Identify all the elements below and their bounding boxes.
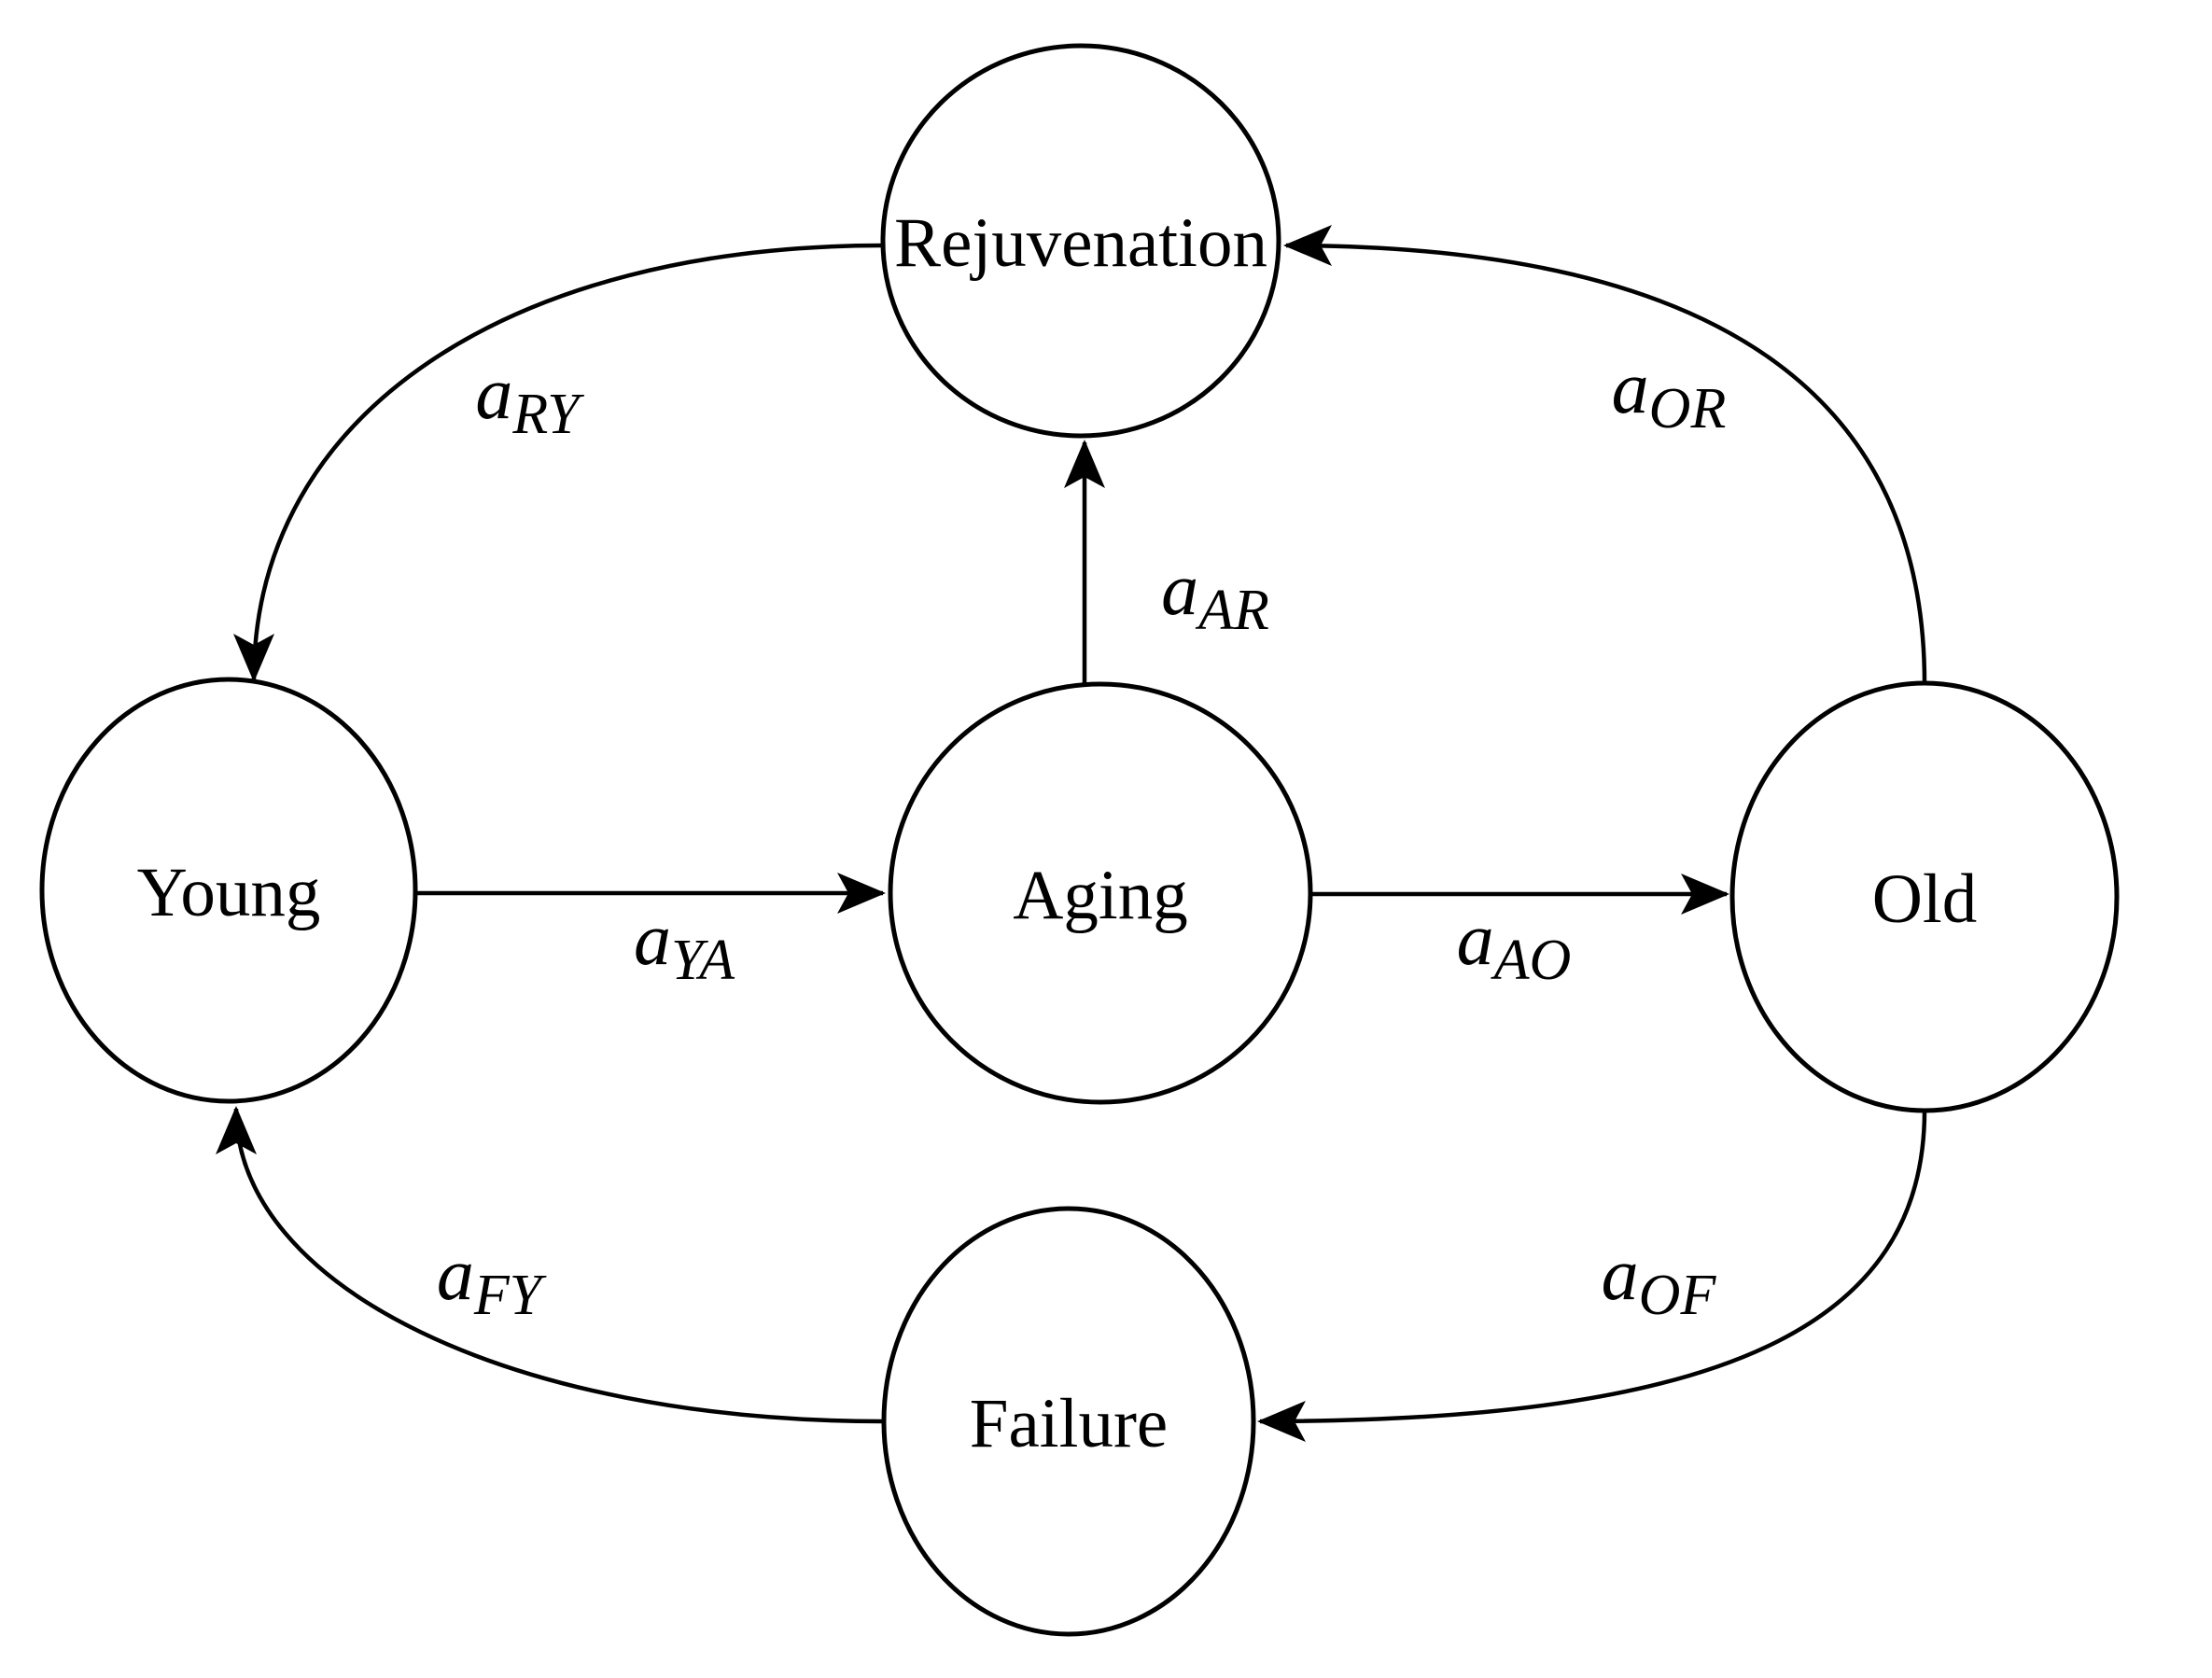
node-label-failure: Failure bbox=[970, 1385, 1168, 1462]
edge-label-fy-symbol: a bbox=[437, 1234, 474, 1316]
edge-label-ao-symbol: a bbox=[1457, 899, 1494, 981]
node-circle-failure bbox=[881, 1206, 1256, 1637]
edge-label-ar-subscript: AR bbox=[1195, 579, 1269, 642]
node-label-young: Young bbox=[137, 854, 321, 931]
edge-label-ry-symbol: a bbox=[475, 353, 512, 435]
nodes: Rejuvenation Young Aging Old Failure bbox=[39, 43, 2120, 1637]
edge-label-of-symbol: a bbox=[1602, 1234, 1639, 1316]
node-circle-aging bbox=[888, 681, 1313, 1105]
edge-label-of-subscript: OF bbox=[1639, 1264, 1717, 1327]
edge-labels: aRY aOR aAR aYA aAO aOF aFY bbox=[437, 347, 1727, 1327]
edge-failure-to-young bbox=[216, 1106, 884, 1424]
node-circle-old bbox=[1729, 680, 2120, 1113]
edge-label-ya-subscript: YA bbox=[671, 929, 735, 992]
node-label-rejuvenation: Rejuvenation bbox=[894, 204, 1267, 282]
edge-label-or-symbol: a bbox=[1612, 347, 1649, 429]
node-circle-young bbox=[39, 677, 418, 1104]
edge-label-ry: aRY bbox=[475, 353, 584, 446]
edge-label-ao: aAO bbox=[1457, 899, 1572, 992]
edge-label-ar: aAR bbox=[1161, 549, 1269, 642]
edge-old-to-rejuvenation bbox=[1283, 225, 1927, 684]
node-label-aging: Aging bbox=[1013, 857, 1188, 934]
edge-rejuvenation-to-young bbox=[233, 243, 884, 682]
edge-label-or: aOR bbox=[1612, 347, 1727, 440]
node-circle-rejuvenation bbox=[880, 43, 1281, 439]
edge-label-ya: aYA bbox=[634, 899, 735, 992]
edge-label-fy: aFY bbox=[437, 1234, 547, 1327]
edge-label-ry-subscript: RY bbox=[511, 383, 584, 446]
edge-label-or-subscript: OR bbox=[1649, 377, 1727, 440]
edge-old-to-failure bbox=[1257, 1110, 1927, 1442]
edges bbox=[216, 225, 1927, 1442]
node-label-old: Old bbox=[1872, 860, 1978, 938]
edge-label-ao-subscript: AO bbox=[1491, 929, 1572, 992]
edge-label-fy-subscript: FY bbox=[473, 1264, 547, 1327]
edge-label-of: aOF bbox=[1602, 1234, 1717, 1327]
edge-label-ar-symbol: a bbox=[1161, 549, 1198, 631]
edge-label-ya-symbol: a bbox=[634, 899, 671, 981]
